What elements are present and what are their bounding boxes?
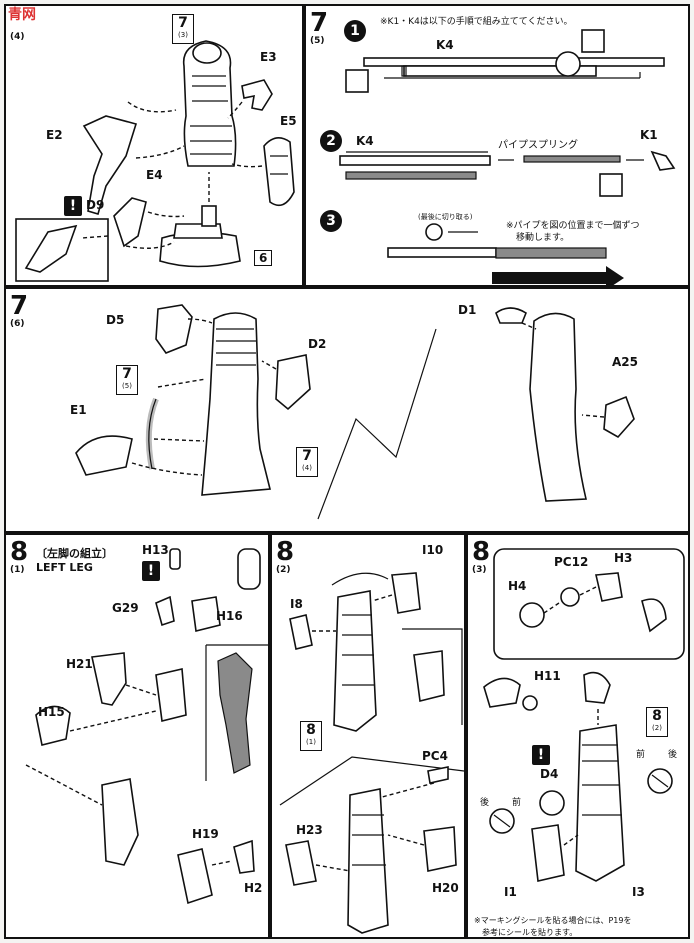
label-d1: D1 [458, 303, 477, 317]
title-jp: 〔左脚の組立〕 [36, 547, 113, 560]
step-number: 7 [310, 8, 329, 38]
panel-step-8-1: 8 (1) 〔左脚の組立〕 LEFT LEG H13 ! G29 H16 H21 [4, 533, 270, 939]
label-d4: D4 [540, 767, 559, 781]
label-i1: I1 [504, 885, 517, 899]
move-note-1: ※パイプを図の位置まで一個ずつ [506, 221, 640, 231]
step-ref-8-1: 8(1) [300, 721, 322, 751]
label-i10: I10 [422, 543, 444, 557]
caution-icon: ! [532, 745, 550, 765]
label-front: 前 [512, 798, 522, 808]
label-pc4: PC4 [422, 749, 448, 763]
label-6: 6 [254, 250, 273, 266]
cut-last-note: (最後に切り取る) [418, 213, 473, 221]
label-a25: A25 [612, 355, 638, 369]
step-ref-7-4: 7(4) [296, 447, 318, 477]
watermark: 青网 [8, 7, 36, 23]
label-h19: H19 [192, 827, 219, 841]
label-h13: H13 [142, 543, 169, 557]
label-pc12: PC12 [554, 555, 589, 569]
marking-note-2: 参考にシールを貼ります。 [482, 928, 578, 937]
panel-step-8-2: 8 (2) I10 I8 PC4 H23 H20 8( [270, 533, 466, 939]
label-e5: E5 [280, 114, 297, 128]
step-circle-2: 2 [320, 130, 342, 152]
step-ref-7-5: 7(5) [116, 365, 138, 395]
panel-step-7-3: 青网 (4) 7(3) [4, 4, 304, 287]
caution-icon: ! [64, 196, 82, 216]
assembly-note: ※K1・K4は以下の手順で組み立ててください。 [380, 17, 573, 27]
label-k4-top: K4 [436, 38, 454, 52]
label-g29: G29 [112, 601, 139, 615]
step-sub: (1) [10, 565, 25, 575]
label-h16: H16 [216, 609, 243, 623]
step-sub: (6) [10, 319, 25, 329]
label-h15: H15 [38, 705, 65, 719]
title-en: LEFT LEG [36, 561, 93, 574]
corner-substep: (4) [10, 32, 25, 42]
leg-illustration [279, 572, 464, 934]
label-h11: H11 [534, 669, 561, 683]
label-i3: I3 [632, 885, 645, 899]
label-h2: H2 [244, 881, 263, 895]
step-sub: (2) [276, 565, 291, 575]
pipe-spring-label: パイプスプリング [498, 140, 578, 151]
label-i8: I8 [290, 597, 303, 611]
step-circle-3: 3 [320, 210, 342, 232]
panel-step-8-3: 8 (3) PC12 H3 H4 H11 8(2 [466, 533, 690, 939]
label-d9: D9 [86, 198, 105, 212]
move-note-2: 移動します。 [516, 233, 570, 243]
caution-icon: ! [142, 561, 160, 581]
pipe-illustration [339, 29, 676, 285]
label-e4: E4 [146, 168, 163, 182]
step-circle-1: 1 [344, 20, 366, 42]
label-h21: H21 [66, 657, 93, 671]
label-e3: E3 [260, 50, 277, 64]
step-sub: (5) [310, 36, 325, 46]
label-e1: E1 [70, 403, 87, 417]
step-number: 7 [10, 291, 29, 321]
knee-illustration [483, 548, 685, 882]
label-back-right: 後 [668, 750, 678, 760]
assembly-illustration [75, 304, 635, 520]
label-d2: D2 [308, 337, 327, 351]
label-e2: E2 [46, 128, 63, 142]
step-ref-8-2: 8(2) [646, 707, 668, 737]
label-h23: H23 [296, 823, 323, 837]
label-h3: H3 [614, 551, 633, 565]
step-sub: (3) [472, 565, 487, 575]
label-front-right: 前 [636, 750, 646, 760]
leg-illustration [25, 548, 268, 905]
step-number: 8 [10, 537, 29, 567]
label-d5: D5 [106, 313, 125, 327]
step-number: 8 [472, 537, 491, 567]
label-k1: K1 [640, 128, 658, 142]
step-number: 8 [276, 537, 295, 567]
step-ref-7-3: 7(3) [172, 14, 194, 44]
assembly-illustration [15, 40, 295, 282]
label-back: 後 [480, 798, 490, 808]
panel-step-7-6: 7 (6) D5 D2 E1 D1 [4, 287, 690, 533]
label-k4-mid: K4 [356, 134, 374, 148]
label-h20: H20 [432, 881, 459, 895]
panel-step-7-5: 7 (5) 1 ※K1・K4は以下の手順で組み立ててください。 K4 [304, 4, 690, 287]
marking-note-1: ※マーキングシールを貼る場合には、P19を [474, 916, 632, 925]
label-h4: H4 [508, 579, 527, 593]
